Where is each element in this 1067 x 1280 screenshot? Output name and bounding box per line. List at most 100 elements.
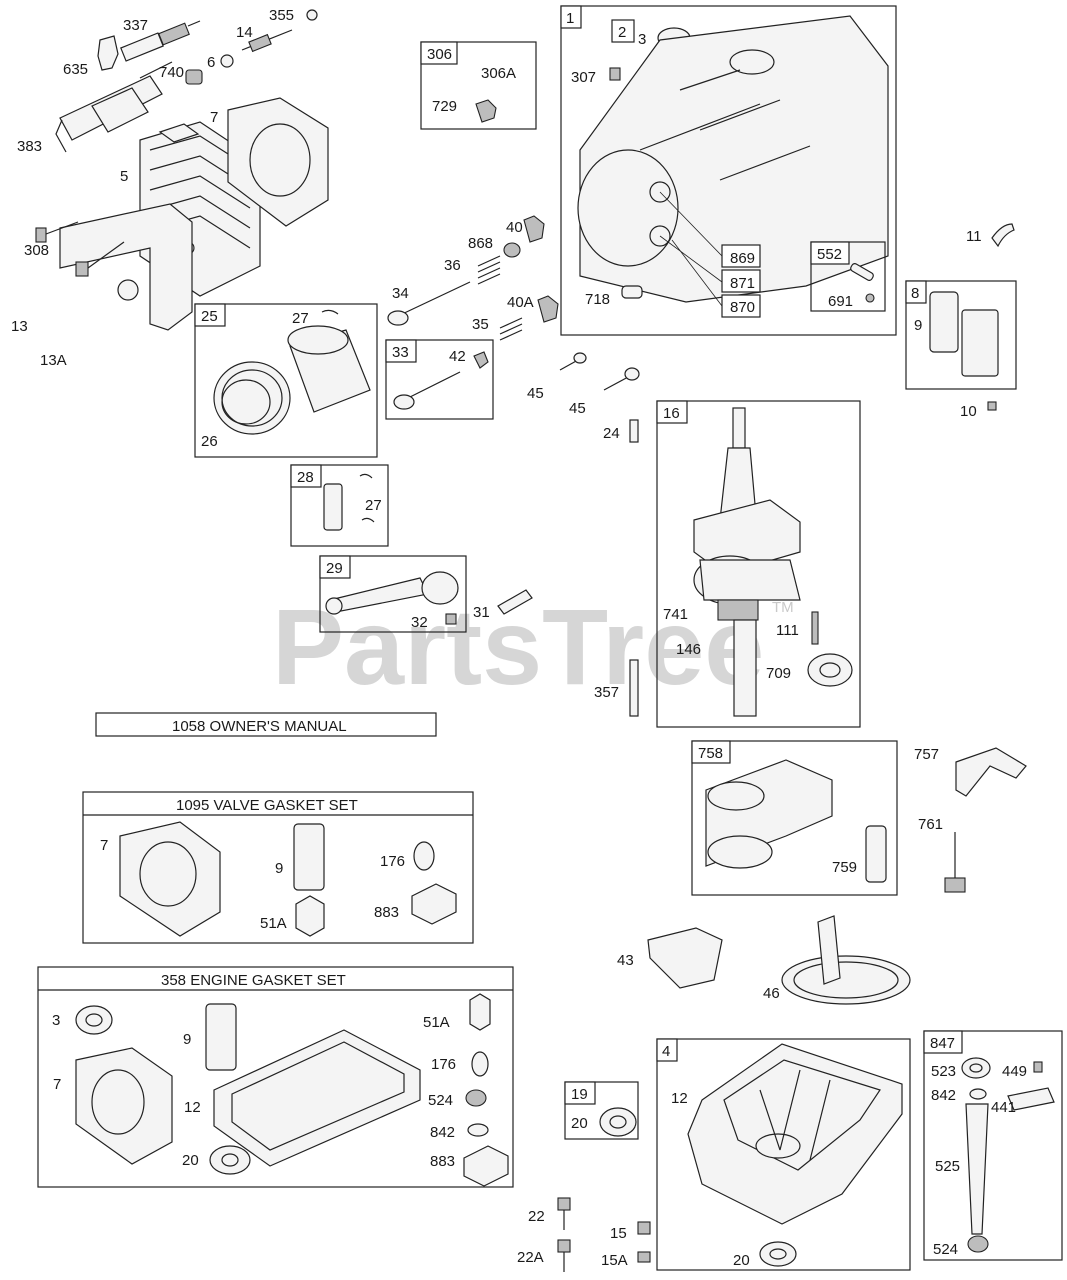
ignition-coil-part[interactable]	[55, 61, 173, 153]
clip-27-part[interactable]	[321, 309, 339, 315]
group-28-box[interactable]: 28	[290, 464, 389, 547]
egs-seal-3-part[interactable]	[75, 1005, 113, 1035]
label-13A: 13A	[40, 352, 67, 369]
piston-part[interactable]	[287, 325, 371, 413]
bolt-13-part[interactable]	[35, 221, 79, 243]
piston-rings-part[interactable]	[213, 361, 291, 435]
owners-manual-item[interactable]: 1058 OWNER'S MANUAL	[95, 712, 437, 737]
egs-oring-176-part[interactable]	[471, 1051, 489, 1077]
egs-head-gasket-part[interactable]	[75, 1047, 173, 1165]
piston-pin-part[interactable]	[323, 483, 343, 531]
group-33-box[interactable]: 33	[385, 339, 494, 420]
washer-691-part[interactable]	[865, 293, 875, 303]
dipstick-tube-part[interactable]	[965, 1103, 989, 1235]
egs-gasket-51A-part[interactable]	[469, 993, 491, 1031]
group-4-box[interactable]: 4	[656, 1038, 911, 1271]
screw-307-part[interactable]	[609, 67, 621, 81]
dipper-31-part[interactable]	[497, 589, 533, 615]
egs-gasket-883-part[interactable]	[463, 1145, 509, 1187]
breather-729-part[interactable]	[475, 99, 497, 123]
group-25-label: 25	[201, 308, 218, 325]
tappet-45a-part[interactable]	[559, 352, 587, 371]
key-111-part[interactable]	[811, 611, 819, 645]
screw-449-part[interactable]	[1033, 1061, 1043, 1073]
group-19-label: 19	[571, 1086, 588, 1103]
spark-plug-boot-part[interactable]	[97, 35, 119, 71]
egs-seal-20-part[interactable]	[209, 1145, 251, 1175]
group-847-box[interactable]: 847	[923, 1030, 1063, 1261]
crankshaft-part[interactable]	[693, 407, 801, 717]
vgs-gasket-51A-part[interactable]	[295, 895, 325, 937]
governor-housing-part[interactable]	[705, 759, 833, 869]
valve-cap-40A-part[interactable]	[537, 295, 559, 323]
label-22A: 22A	[517, 1249, 544, 1266]
bolt-13A-part[interactable]	[75, 241, 125, 277]
bolt-761-part[interactable]	[944, 832, 966, 893]
valve-stem-part[interactable]	[241, 9, 318, 53]
rocker-757-part[interactable]	[955, 747, 1027, 797]
bolt-22A-part[interactable]	[557, 1239, 571, 1272]
egs-sump-gasket-part[interactable]	[213, 1029, 421, 1167]
plug-15A-part[interactable]	[637, 1251, 651, 1263]
valve-cap-40-part[interactable]	[523, 215, 545, 243]
label-40A: 40A	[507, 294, 534, 311]
gasket-9-part[interactable]	[929, 291, 959, 353]
bolt-22-part[interactable]	[557, 1197, 571, 1230]
tappet-45b-part[interactable]	[603, 367, 640, 391]
head-gasket-top-part[interactable]	[227, 97, 329, 227]
pin-718-part[interactable]	[621, 285, 643, 299]
dipstick-cap-part[interactable]	[961, 1057, 991, 1079]
group-758-box[interactable]: 758	[691, 740, 898, 896]
valve-gasket-set-box[interactable]: 1095 VALVE GASKET SET	[82, 791, 474, 944]
label-7: 7	[210, 109, 218, 126]
label-383: 383	[17, 138, 42, 155]
key-357-part[interactable]	[629, 659, 639, 717]
group-552-box[interactable]: 552	[810, 241, 886, 312]
dipstick-oring-part[interactable]	[969, 1088, 987, 1100]
vgs-head-gasket-part[interactable]	[119, 821, 221, 937]
spring-35-part[interactable]	[499, 317, 523, 341]
camshaft-46-part[interactable]	[781, 915, 911, 1005]
governor-43-part[interactable]	[647, 927, 723, 989]
vgs-gasket-883-part[interactable]	[411, 883, 457, 925]
washer-740-part[interactable]	[185, 54, 234, 85]
connecting-rod-part[interactable]	[325, 571, 459, 615]
seal-20-sump-part[interactable]	[759, 1241, 797, 1267]
bushing-759-part[interactable]	[865, 825, 887, 883]
sump-part[interactable]	[687, 1043, 903, 1225]
vgs-oring-176-part[interactable]	[413, 841, 435, 871]
group-8-box[interactable]: 8	[905, 280, 1017, 390]
engine-gasket-set-box[interactable]: 358 ENGINE GASKET SET	[37, 966, 514, 1188]
label-355: 355	[269, 7, 294, 24]
seal-19-part[interactable]	[599, 1107, 637, 1137]
bracket-441-part[interactable]	[1007, 1087, 1055, 1111]
group-306-box[interactable]: 306	[420, 41, 537, 130]
vgs-gasket-9-part[interactable]	[293, 823, 325, 891]
spark-plug-part[interactable]	[120, 20, 201, 62]
crankcase-part[interactable]	[577, 15, 889, 303]
egs-seal-524-part[interactable]	[465, 1089, 487, 1107]
egs-gasket-9-part[interactable]	[205, 1003, 237, 1071]
pin-552-part[interactable]	[850, 263, 875, 282]
valve-34-part[interactable]	[387, 281, 471, 326]
group-19-box[interactable]: 19	[564, 1081, 639, 1140]
egs-gasket-842-part[interactable]	[467, 1123, 489, 1137]
screw-10-part[interactable]	[987, 401, 997, 411]
heat-shield-part[interactable]	[59, 203, 193, 331]
dipstick-seal-part[interactable]	[967, 1235, 989, 1253]
group-16-box[interactable]: 16	[656, 400, 861, 728]
plug-15-part[interactable]	[637, 1221, 651, 1235]
group-1-box[interactable]: 1 2	[560, 5, 897, 336]
keeper-42-part[interactable]	[473, 351, 489, 369]
pin-clips-part[interactable]	[359, 473, 375, 523]
tube-11-part[interactable]	[991, 223, 1015, 248]
breather-cover-part[interactable]	[961, 309, 999, 377]
valve-33-part[interactable]	[403, 371, 461, 401]
key-24-part[interactable]	[629, 419, 639, 443]
group-25-box[interactable]: 25	[194, 303, 378, 458]
retainer-868-part[interactable]	[503, 242, 521, 258]
spring-36-part[interactable]	[477, 255, 501, 285]
group-29-box[interactable]: 29	[319, 555, 467, 633]
gear-709-part[interactable]	[807, 653, 853, 687]
screw-32-part[interactable]	[445, 613, 457, 625]
